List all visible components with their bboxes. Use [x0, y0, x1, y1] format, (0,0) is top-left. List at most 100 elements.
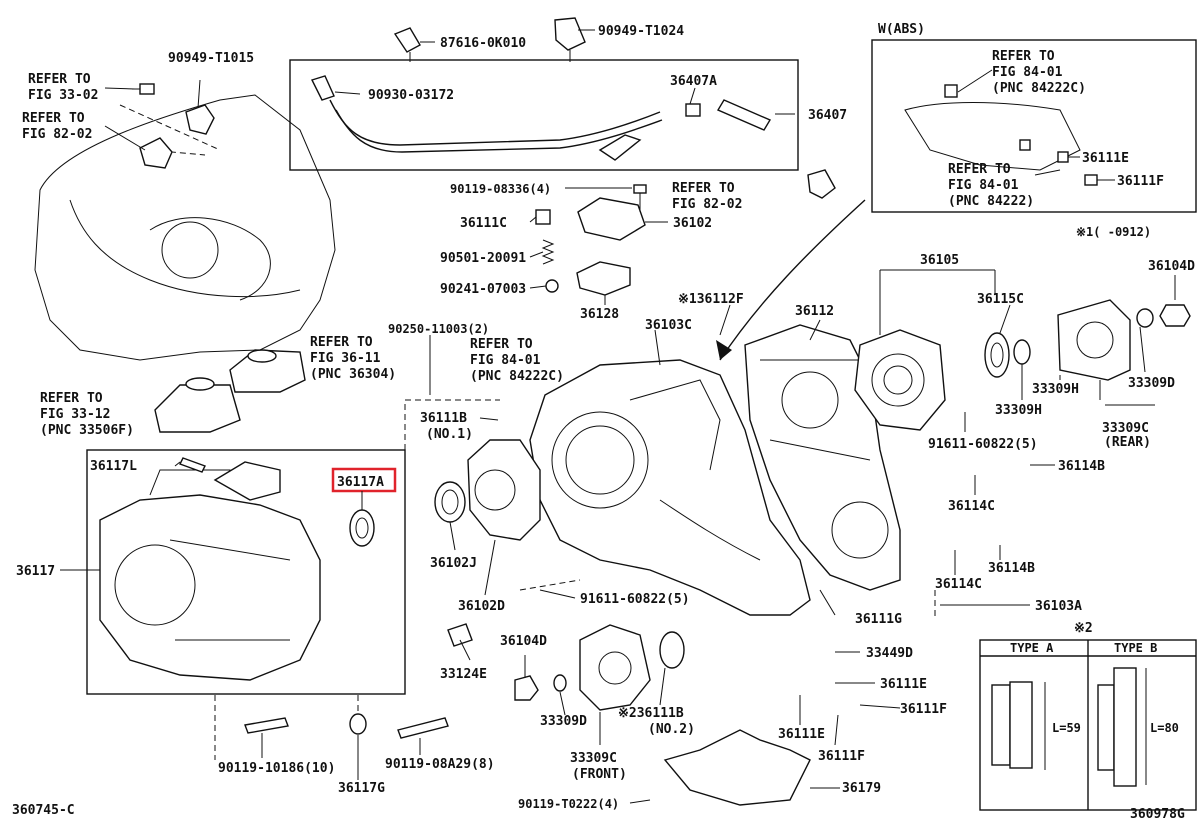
part-number: 36111F [1117, 174, 1164, 189]
abs-group-frame [871, 39, 1197, 213]
skid-bracket-36179 [663, 729, 811, 806]
refer-label: REFER TO [470, 337, 533, 352]
part-number: 36407A [670, 74, 717, 89]
part-number: 90119-10186(10) [218, 761, 335, 776]
refer-label: FIG 84-01 [470, 353, 541, 368]
part-number: 36102D [458, 599, 505, 614]
part-number: 36111E [1082, 151, 1129, 166]
washer-33309D-front [553, 674, 567, 692]
oil-seal-36102J [434, 481, 466, 523]
highlight-36117A [331, 467, 397, 493]
part-number: 36115C [977, 292, 1024, 307]
type-a-header: TYPE A [1010, 641, 1054, 655]
refer-label: REFER TO [40, 391, 103, 406]
part-number: 36102J [430, 556, 477, 571]
part-number: 36103A [1035, 599, 1082, 614]
part-number: 33309C [1102, 421, 1149, 436]
part-number: 36111G [855, 612, 902, 627]
part-number: 36112 [795, 304, 834, 319]
part-number: 33309C [570, 751, 617, 766]
nut-36104D [514, 675, 539, 701]
part-number: 36117L [90, 459, 137, 474]
refer-label: REFER TO [948, 162, 1011, 177]
breather-hose-assembly [311, 17, 772, 161]
oil-pump-cover-36102D [467, 439, 541, 541]
refer-label: FIG 84-01 [992, 65, 1063, 80]
extension-group-frame [86, 449, 406, 695]
part-number: 36114C [935, 577, 982, 592]
shift-lever-cover-33506F [154, 377, 241, 433]
nut-36104D-top [1159, 304, 1191, 327]
part-number: 90119-T0222(4) [518, 797, 619, 811]
refer-label: REFER TO [672, 181, 735, 196]
bolt-90949-T1015 [185, 79, 215, 135]
abs-title: W(ABS) [878, 22, 925, 37]
part-number: (FRONT) [572, 767, 627, 782]
part-number: (NO.1) [426, 427, 473, 442]
part-number: 90250-11003(2) [388, 322, 489, 336]
part-number: 36111F [900, 702, 947, 717]
part-number: 33309H [1032, 382, 1079, 397]
transfer-case-front [529, 359, 811, 616]
bolt-90119-10186 [244, 717, 289, 734]
part-number: 90119-08A29(8) [385, 757, 495, 772]
part-number: 36104D [1148, 259, 1195, 274]
bolt-90119-08A29 [397, 717, 449, 739]
type-b-header: TYPE B [1114, 641, 1157, 655]
refer-label: (PNC 36304) [310, 367, 396, 382]
part-number: 36407 [808, 108, 847, 123]
refer-label: (PNC 84222C) [470, 369, 564, 384]
diagram-code-right: 360978G [1130, 807, 1185, 822]
refer-label: (PNC 84222) [948, 194, 1034, 209]
refer-label: FIG 82-02 [672, 197, 742, 212]
part-number: 90241-07003 [440, 282, 526, 297]
sleeve-33124E [447, 623, 473, 647]
part-number: 36103C [645, 318, 692, 333]
part-number: 33309D [540, 714, 587, 729]
refer-label: REFER TO [310, 335, 373, 350]
refer-label: FIG 82-02 [22, 127, 92, 142]
type-a-sketch [991, 681, 1046, 770]
hose-group-frame [289, 59, 799, 171]
ball-90241-07003 [545, 279, 559, 293]
part-number: 36111B [420, 411, 467, 426]
part-number: 91611-60822(5) [928, 437, 1038, 452]
plug-36117G [349, 713, 367, 735]
note-1: ※1( -0912) [1076, 225, 1151, 239]
part-number: 36128 [580, 307, 619, 322]
oil-seal-36111B [659, 631, 685, 669]
gasket-36128 [576, 261, 631, 296]
part-number: 33449D [866, 646, 913, 661]
seal-36117A [349, 509, 375, 547]
part-number: 90949-T1015 [168, 51, 254, 66]
part-number: 33309H [995, 403, 1042, 418]
part-number: (NO.2) [648, 722, 695, 737]
rear-case-cover-36105 [854, 329, 946, 431]
part-number: 36105 [920, 253, 959, 268]
part-number: ※136112F [678, 292, 744, 307]
plug-36111C [535, 209, 551, 225]
refer-label: FIG 84-01 [948, 178, 1019, 193]
part-number-highlighted: 36117A [337, 475, 384, 490]
front-flange-33309C [579, 624, 651, 711]
clamp-bracket [139, 137, 173, 169]
part-number: 36117G [338, 781, 385, 796]
part-number: 33124E [440, 667, 487, 682]
part-number: 36179 [842, 781, 881, 796]
part-number: 36114C [948, 499, 995, 514]
bolt-90119-08336 [633, 184, 647, 212]
part-number: 90949-T1024 [598, 24, 684, 39]
spring-90501-20091 [541, 239, 555, 265]
refer-label: FIG 33-12 [40, 407, 110, 422]
part-number: 36111C [460, 216, 507, 231]
diagram-code-left: 360745-C [12, 803, 75, 818]
part-number: 90501-20091 [440, 251, 526, 266]
washer-33309D [1136, 308, 1154, 328]
part-number: 36114B [988, 561, 1035, 576]
part-number: 36111E [778, 727, 825, 742]
part-number: 36104D [500, 634, 547, 649]
guide-line [404, 399, 500, 550]
part-number: 90119-08336(4) [450, 182, 551, 196]
